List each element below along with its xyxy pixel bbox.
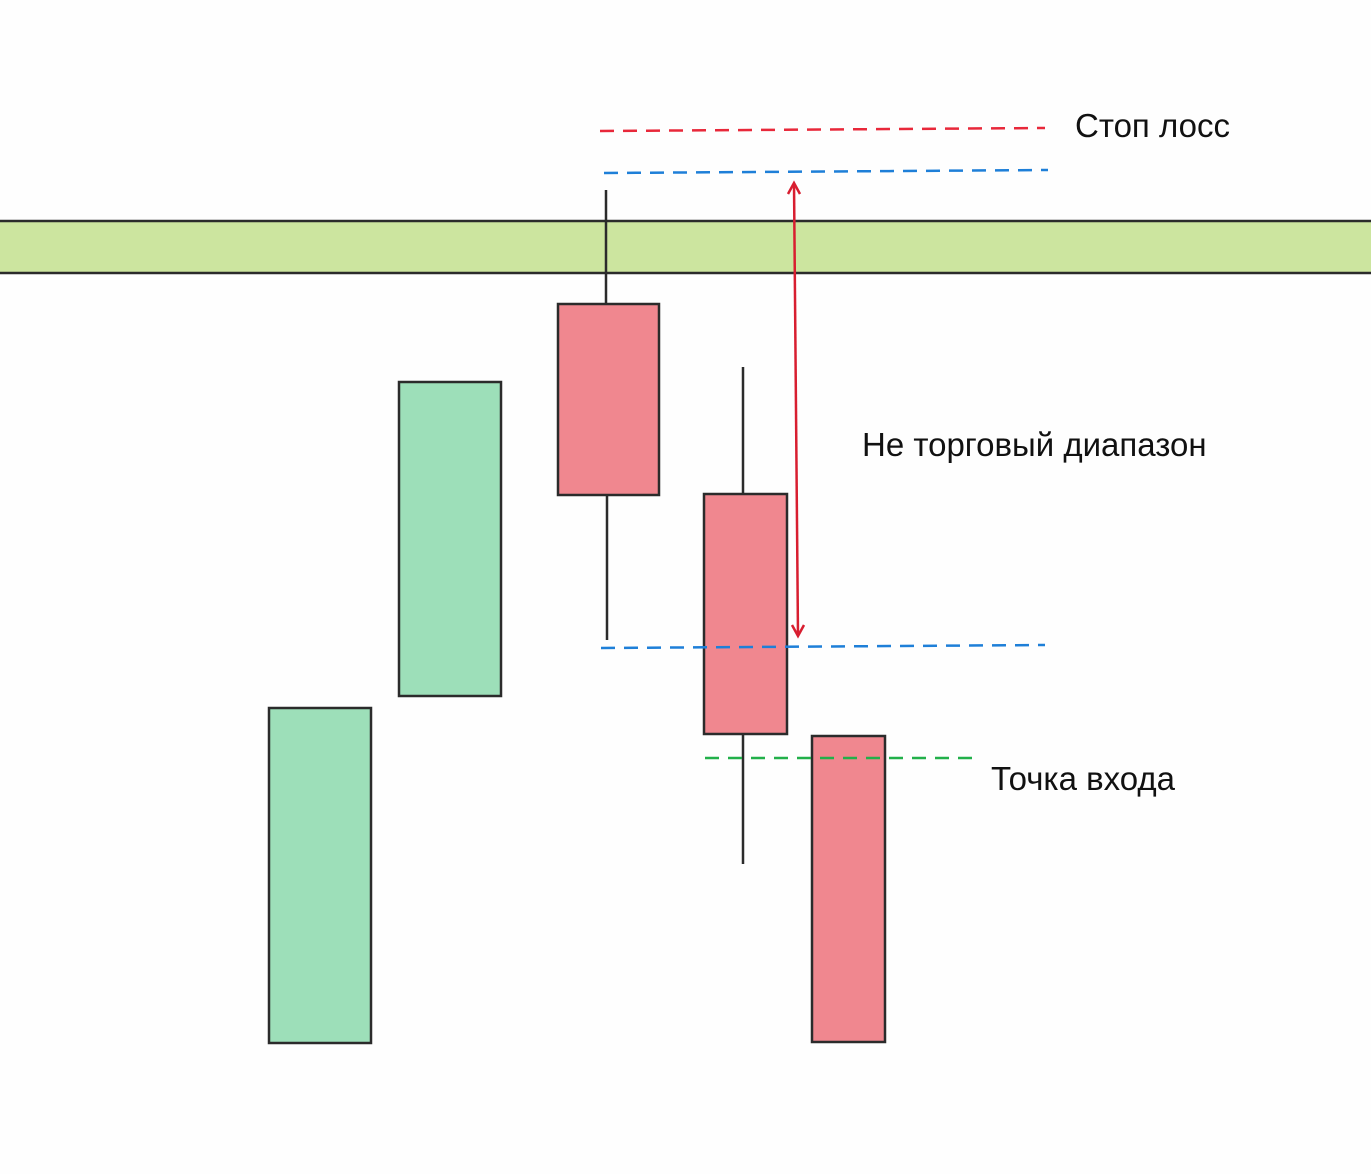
range-arrow (786, 180, 806, 639)
candle-5-bearish (810, 734, 887, 1044)
candle-2-bullish (397, 380, 503, 698)
candle-1-bullish (267, 706, 373, 1045)
candle-3-bearish (556, 302, 661, 497)
range-top-line (603, 168, 1049, 175)
range-bottom-line (600, 643, 1046, 650)
resistance-zone (0, 219, 1371, 275)
stop-loss-label: Стоп лосс (1075, 107, 1230, 144)
candle-4-bearish (702, 492, 789, 736)
non-trading-range-label: Не торговый диапазон (862, 426, 1207, 463)
entry-point-label: Точка входа (991, 760, 1176, 797)
stop-loss-line (599, 126, 1046, 133)
